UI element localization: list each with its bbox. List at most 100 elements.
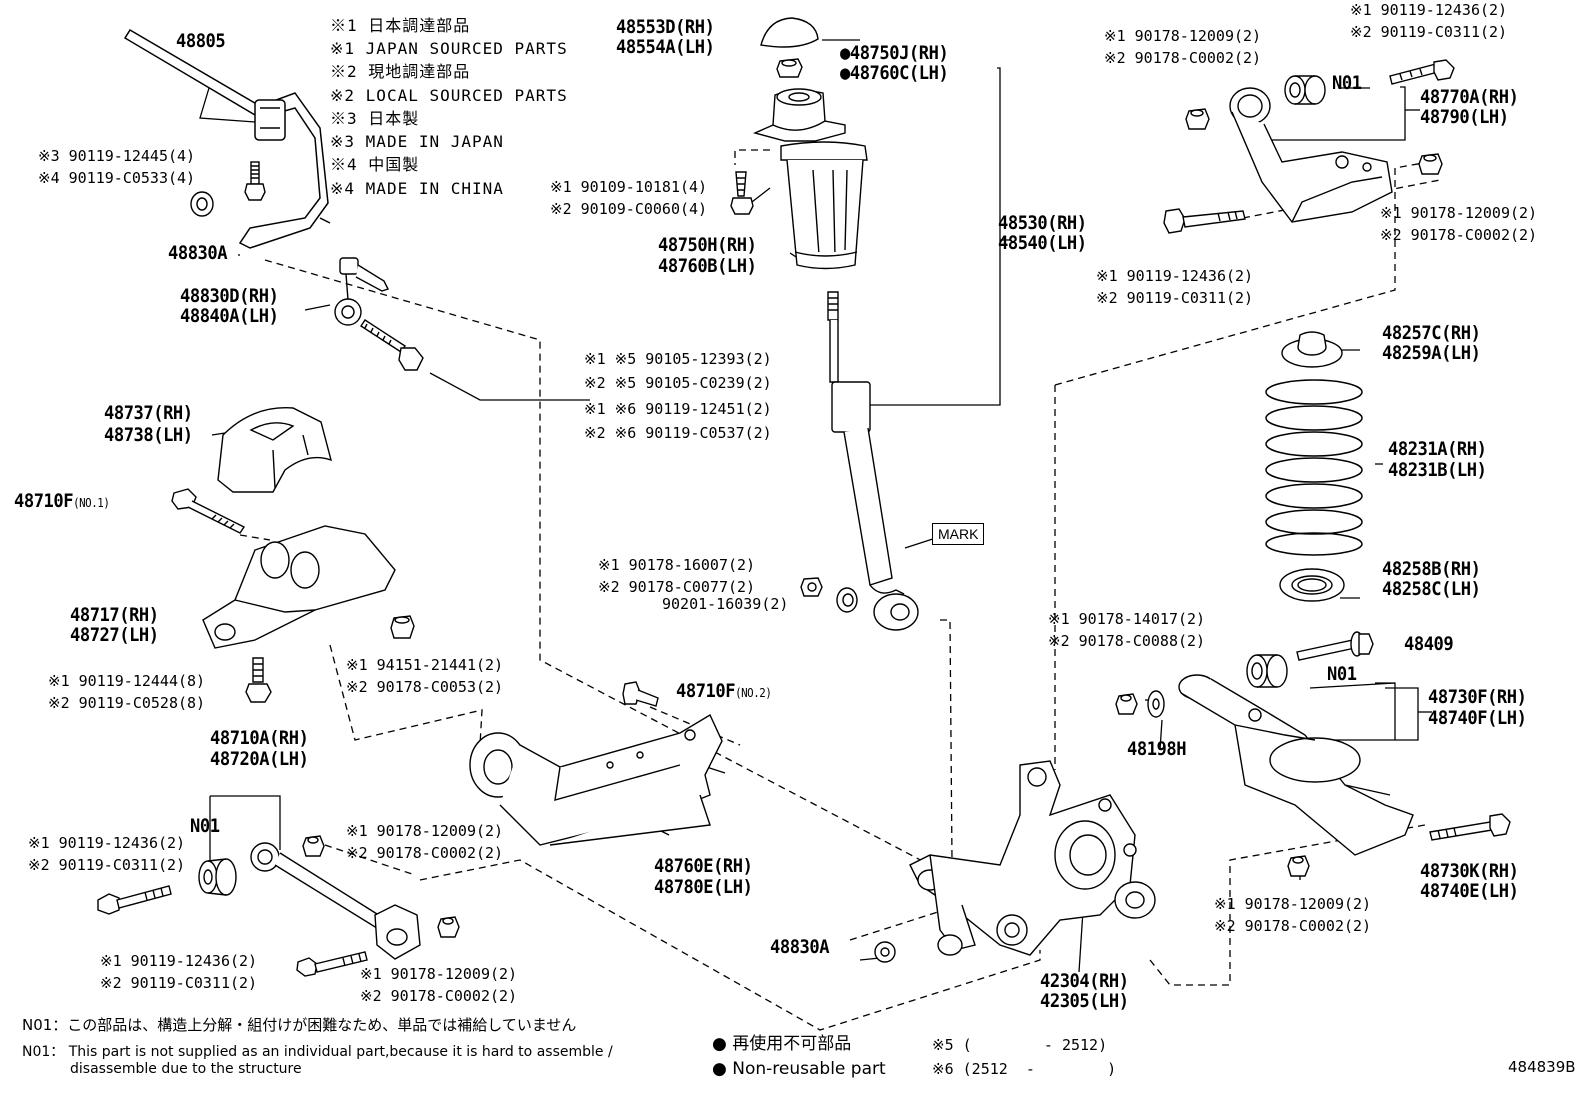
label-48805: 48805 — [176, 30, 226, 52]
arm-label-lh: 48780E(LH) — [654, 876, 753, 898]
ur-nut-label-2: ※2 90178-C0002(2) — [1104, 49, 1262, 67]
footnote-5: ※5 ( - 2512) — [932, 1036, 1108, 1054]
mid-bolt-label-4: ※2 ※6 90119-C0537(2) — [584, 424, 772, 442]
lower-insulator-drawing — [1279, 568, 1345, 602]
bushing-n01-lower-drawing — [1246, 654, 1288, 688]
upper-insulator-label-rh: 48257C(RH) — [1382, 322, 1481, 344]
nut-label-rh: ●48750J(RH) — [840, 42, 949, 64]
diagram-code: 484839B — [1508, 1058, 1576, 1076]
tl-nut-label-1: ※1 90178-12009(2) — [346, 822, 504, 840]
bushing-n01-left-drawing — [198, 858, 237, 896]
mid-bolt-label-1: ※1 ※5 90105-12393(2) — [584, 350, 772, 368]
bolt-48710F-no2-drawing — [622, 681, 659, 707]
washer-48198H-drawing — [1147, 690, 1165, 718]
spring-label-lh: 48231B(LH) — [1388, 459, 1487, 481]
upper-insulator-label-lh: 48259A(LH) — [1382, 342, 1481, 364]
stabilizer-bar-drawing — [123, 28, 331, 249]
upper-right-bolt-drawing — [1389, 59, 1455, 85]
label-48830A-bottom: 48830A — [770, 936, 830, 958]
mount-cap-drawing — [760, 17, 819, 48]
shock-label-lh: 48540(LH) — [998, 232, 1087, 254]
bracket-nut-label-1: ※1 94151-21441(2) — [346, 656, 504, 674]
bracket-bolt-label-2: ※2 90119-C0528(8) — [48, 694, 206, 712]
bracket-nut-drawing — [390, 615, 415, 639]
boot-bolt-drawing — [730, 171, 754, 215]
bolt-48730K-drawing — [1429, 813, 1511, 841]
nut-label-lh: ●48760C(LH) — [840, 62, 949, 84]
boot-label-rh: 48750H(RH) — [658, 234, 757, 256]
trailing-link-nut-drawing — [302, 835, 325, 857]
lower-arm-label-rh: 48730F(RH) — [1428, 686, 1527, 708]
ur-bolt-label-2: ※2 90119-C0311(2) — [1350, 23, 1508, 41]
legend-line-4: ※2 LOCAL SOURCED PARTS — [330, 86, 568, 105]
lr-nut-label-2: ※2 90178-C0002(2) — [1214, 917, 1372, 935]
footer-n01-en-1: N01： This part is not supplied as an ind… — [22, 1044, 613, 1060]
cover-label-lh: 48738(LH) — [104, 424, 193, 446]
bolt-no1-label: 48710F(NO.1) — [14, 490, 110, 512]
n01-upper-label: N01 — [1332, 72, 1362, 94]
legend-line-2: ※1 JAPAN SOURCED PARTS — [330, 39, 568, 58]
upper-mount-drawing — [752, 88, 846, 142]
bushing-48830A-bottom-drawing — [874, 941, 896, 963]
trailing-link-bolt2-drawing — [296, 951, 368, 977]
ur-nut-label-1: ※1 90178-12009(2) — [1104, 27, 1262, 45]
tl-bolt-label-2: ※2 90119-C0311(2) — [28, 856, 186, 874]
footer-n01-en-2: disassemble due to the structure — [70, 1061, 302, 1077]
legend-line-6: ※3 MADE IN JAPAN — [330, 132, 504, 151]
legend-line-8: ※4 MADE IN CHINA — [330, 179, 504, 198]
cover-48737-drawing — [217, 407, 333, 493]
cover-label-rh: 48737(RH) — [104, 402, 193, 424]
tl2-nut-label-1: ※1 90178-12009(2) — [360, 965, 518, 983]
legend-line-1: ※1 日本調達部品 — [330, 16, 471, 35]
ur-bolt2-label-1: ※1 90119-12436(2) — [1096, 267, 1254, 285]
ur-bolt2-label-2: ※2 90119-C0311(2) — [1096, 289, 1254, 307]
boot-bolt-label-2: ※2 90109-C0060(4) — [550, 200, 708, 218]
upper-insulator-drawing — [1281, 331, 1343, 368]
cap-label-rh: 48553D(RH) — [616, 16, 715, 38]
trail-label-rh: 48710A(RH) — [210, 727, 309, 749]
coil-spring-drawing — [1265, 379, 1363, 556]
stabilizer-link-drawing — [334, 257, 389, 326]
bolt-no2-number: 48710F — [676, 680, 736, 702]
legend-line-3: ※2 現地調達部品 — [330, 62, 471, 81]
upper-left-nut-drawing — [1185, 108, 1210, 130]
bracket-nut-label-2: ※2 90178-C0053(2) — [346, 678, 504, 696]
legend-line-7: ※4 中国製 — [330, 155, 420, 174]
n01-left-label: N01 — [190, 815, 220, 837]
arm-label-rh: 48760E(RH) — [654, 855, 753, 877]
bracket-label-rh: 48717(RH) — [70, 604, 159, 626]
shock-nut-label-2: ※2 90178-C0077(2) — [598, 578, 756, 596]
knuckle-drawing — [909, 760, 1156, 956]
ur-nut2-label-2: ※2 90178-C0002(2) — [1380, 226, 1538, 244]
lower-nut-label-1: ※1 90178-14017(2) — [1048, 610, 1206, 628]
bolt-no1-suffix: (NO.1) — [73, 496, 110, 510]
link-label-lh: 48840A(LH) — [180, 305, 279, 327]
bushing-n01-upper-drawing — [1284, 75, 1326, 105]
stab-bolt-label-2: ※4 90119-C0533(4) — [38, 169, 196, 187]
stab-bolt-label-1: ※3 90119-12445(4) — [38, 147, 196, 165]
lower-nut-label-2: ※2 90178-C0088(2) — [1048, 632, 1206, 650]
bolt-no1-number: 48710F — [14, 490, 74, 512]
ur-nut2-label-1: ※1 90178-12009(2) — [1380, 204, 1538, 222]
link-label-rh: 48830D(RH) — [180, 285, 279, 307]
bolt-no2-label: 48710F(NO.2) — [676, 680, 772, 702]
shock-nut-label-1: ※1 90178-16007(2) — [598, 556, 756, 574]
upper-right-nut-drawing — [1418, 153, 1443, 175]
knuckle-label-rh: 42304(RH) — [1040, 970, 1129, 992]
bracket-label-lh: 48727(LH) — [70, 624, 159, 646]
lower-bolt-label-lh: 48740E(LH) — [1420, 880, 1519, 902]
tl-bolt-label-1: ※1 90119-12436(2) — [28, 834, 186, 852]
stabilizer-bolt-drawing — [244, 161, 266, 201]
shock-label-rh: 48530(RH) — [998, 212, 1087, 234]
label-48409: 48409 — [1404, 633, 1454, 655]
tl2-nut-label-2: ※2 90178-C0002(2) — [360, 987, 518, 1005]
bushing-48830A-drawing — [190, 191, 214, 217]
n01-lower-label: N01 — [1327, 663, 1357, 685]
shock-washer-drawing — [836, 587, 858, 613]
lower-insulator-label-lh: 48258C(LH) — [1382, 578, 1481, 600]
lower-right-nut-drawing — [1287, 855, 1310, 877]
upper-arm-label-lh: 48790(LH) — [1420, 106, 1509, 128]
reuse-en-label: Non-reusable part — [732, 1059, 886, 1079]
bolt-48710F-no1-drawing — [171, 488, 246, 534]
mount-nut-drawing — [776, 58, 803, 78]
